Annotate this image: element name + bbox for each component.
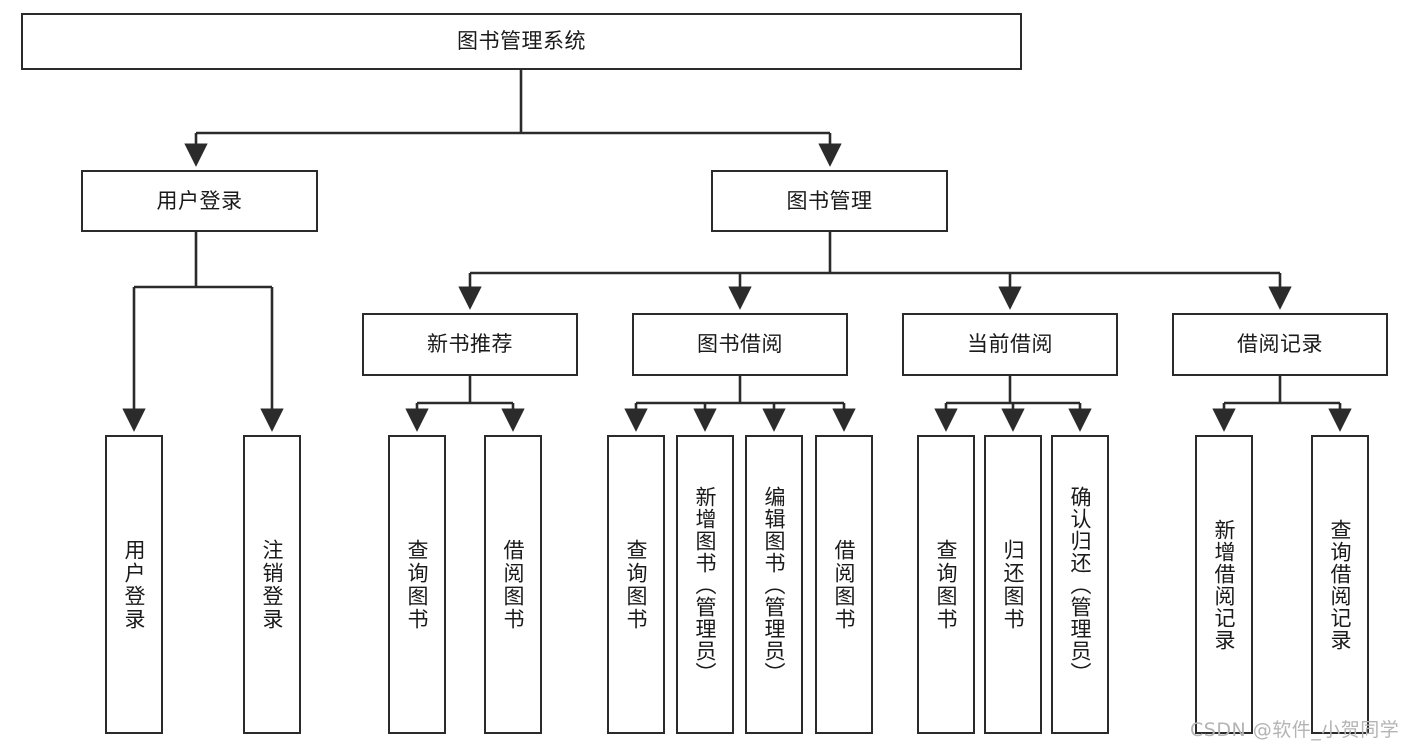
leaf-new-book-query[interactable]: 查询图书	[388, 435, 446, 734]
csdn-watermark: CSDN @软件_小贺同学	[1190, 719, 1400, 741]
leaf-current-borrow-confirm-label: 确认归还（管理员）	[1068, 485, 1093, 684]
leaf-new-book-borrow[interactable]: 借阅图书	[484, 435, 542, 734]
node-root[interactable]: 图书管理系统	[21, 13, 1022, 70]
node-current-borrow[interactable]: 当前借阅	[902, 313, 1118, 376]
leaf-current-borrow-return-label: 归还图书	[1001, 538, 1026, 631]
leaf-user-login-signout[interactable]: 注销登录	[243, 435, 301, 734]
leaf-current-borrow-return[interactable]: 归还图书	[984, 435, 1042, 734]
node-user-login-label: 用户登录	[156, 188, 243, 213]
leaf-book-borrow-edit-label: 编辑图书（管理员）	[762, 485, 787, 684]
node-new-book-recommend[interactable]: 新书推荐	[362, 313, 578, 376]
leaf-user-login-signin[interactable]: 用户登录	[105, 435, 163, 734]
node-borrow-record[interactable]: 借阅记录	[1172, 313, 1388, 376]
leaf-user-login-signin-label: 用户登录	[122, 538, 147, 631]
node-book-borrow[interactable]: 图书借阅	[632, 313, 848, 376]
node-user-login[interactable]: 用户登录	[81, 170, 318, 232]
leaf-book-borrow-borrow[interactable]: 借阅图书	[815, 435, 873, 734]
leaf-book-borrow-edit[interactable]: 编辑图书（管理员）	[745, 435, 803, 734]
node-book-management[interactable]: 图书管理	[711, 170, 948, 232]
leaf-book-borrow-query[interactable]: 查询图书	[607, 435, 665, 734]
leaf-book-borrow-add[interactable]: 新增图书（管理员）	[676, 435, 734, 734]
leaf-new-book-borrow-label: 借阅图书	[501, 538, 526, 631]
leaf-new-book-query-label: 查询图书	[405, 538, 430, 631]
leaf-borrow-record-add[interactable]: 新增借阅记录	[1195, 435, 1253, 734]
leaf-user-login-signout-label: 注销登录	[260, 538, 285, 631]
leaf-borrow-record-query[interactable]: 查询借阅记录	[1311, 435, 1369, 734]
node-new-book-recommend-label: 新书推荐	[427, 332, 513, 357]
leaf-book-borrow-borrow-label: 借阅图书	[832, 538, 857, 631]
leaf-current-borrow-query-label: 查询图书	[934, 538, 959, 631]
node-book-management-label: 图书管理	[786, 188, 873, 213]
node-root-label: 图书管理系统	[457, 29, 586, 54]
leaf-book-borrow-add-label: 新增图书（管理员）	[693, 485, 718, 684]
leaf-book-borrow-query-label: 查询图书	[624, 538, 649, 631]
leaf-current-borrow-query[interactable]: 查询图书	[917, 435, 975, 734]
leaf-borrow-record-query-label: 查询借阅记录	[1328, 518, 1353, 651]
leaf-current-borrow-confirm[interactable]: 确认归还（管理员）	[1051, 435, 1109, 734]
leaf-borrow-record-add-label: 新增借阅记录	[1212, 518, 1237, 651]
node-book-borrow-label: 图书借阅	[697, 332, 783, 357]
node-current-borrow-label: 当前借阅	[967, 332, 1053, 357]
node-borrow-record-label: 借阅记录	[1237, 332, 1323, 357]
